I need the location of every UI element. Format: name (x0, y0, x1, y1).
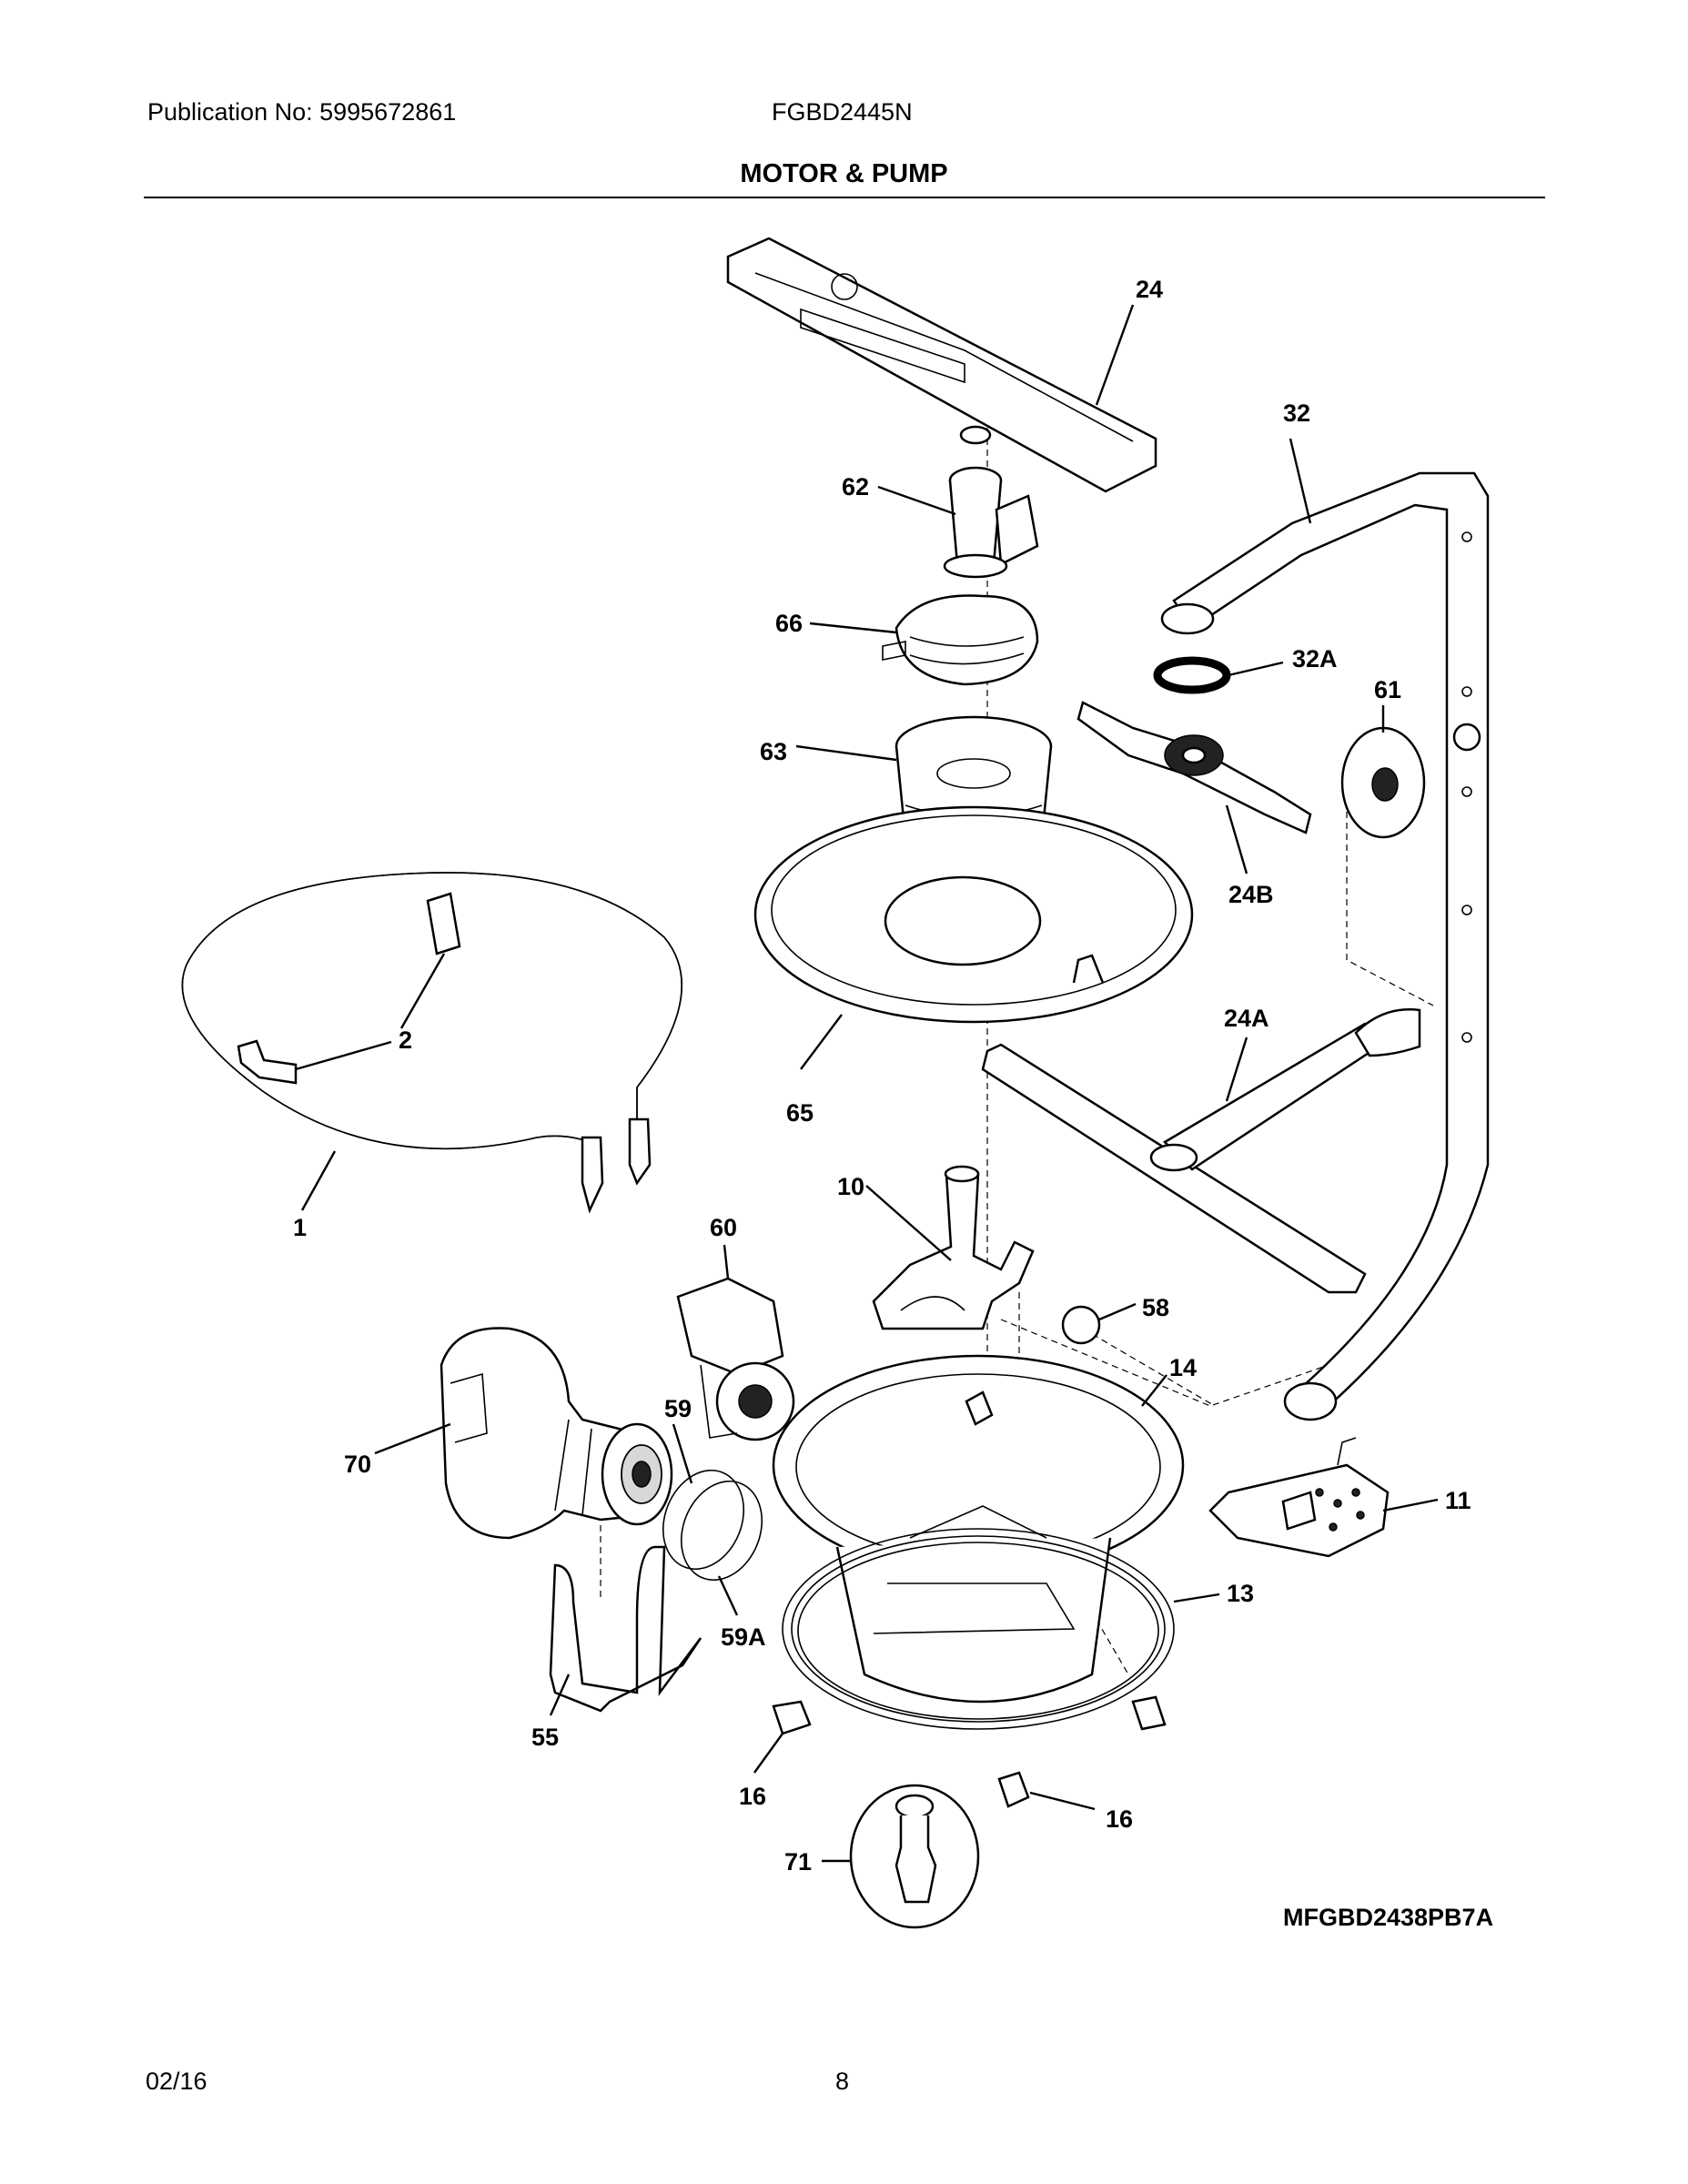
diagram-code: MFGBD2438PB7A (1283, 1904, 1494, 1931)
callout-59a: 59A (721, 1623, 766, 1651)
page-number: 8 (835, 2068, 850, 2095)
callout-71: 71 (784, 1848, 812, 1876)
callout-32: 32 (1283, 399, 1310, 427)
callout-62: 62 (842, 473, 869, 500)
circulation-motor (440, 1327, 673, 1540)
callout-13: 13 (1227, 1580, 1254, 1607)
callout-16-right: 16 (1106, 1805, 1133, 1833)
callout-1: 1 (293, 1214, 307, 1241)
lower-spray-arm (981, 1008, 1421, 1294)
callout-24b: 24B (1228, 881, 1274, 908)
middle-spray-arm (1076, 701, 1312, 834)
filter-grate (1208, 1437, 1390, 1558)
publication-number: Publication No: 5995672861 (147, 98, 457, 126)
callout-55: 55 (531, 1724, 559, 1751)
callout-63: 63 (760, 738, 787, 765)
callout-24: 24 (1136, 276, 1163, 303)
callout-11: 11 (1445, 1487, 1471, 1514)
filter-cap (882, 594, 1039, 686)
callout-labels: 24 32 62 32A 61 66 63 24B 2 65 24A 1 10 … (293, 276, 1471, 1876)
heater-clips (237, 892, 461, 1085)
diverter-housing (872, 1165, 1035, 1330)
callout-10: 10 (837, 1173, 864, 1200)
filter-screen-plate (753, 805, 1194, 1024)
callout-24a: 24A (1224, 1005, 1269, 1032)
supply-tube-seal (1153, 656, 1231, 694)
supply-tube (1160, 471, 1490, 1421)
upper-spray-arm (726, 237, 1157, 493)
model-number: FGBD2445N (772, 98, 913, 126)
heating-element (181, 872, 682, 1214)
motor-seals (662, 1469, 763, 1582)
motor-bracket (549, 1545, 702, 1713)
header-rule (144, 197, 1545, 198)
callout-60: 60 (710, 1214, 737, 1241)
footer-date: 02/16 (146, 2068, 207, 2095)
callout-65: 65 (786, 1099, 814, 1127)
callout-2: 2 (399, 1026, 412, 1054)
callout-58: 58 (1142, 1294, 1169, 1321)
sump-housing (772, 1354, 1185, 1704)
sump-clips (772, 1695, 1167, 1808)
callout-32a: 32A (1292, 645, 1338, 672)
check-ball (1061, 1305, 1101, 1345)
callout-16-left: 16 (739, 1783, 766, 1810)
sump-gasket (782, 1528, 1175, 1730)
callout-leaders (295, 304, 1439, 1863)
seal-disc (1340, 726, 1426, 839)
drain-fitting-detail (849, 1784, 980, 1929)
callout-66: 66 (775, 610, 803, 637)
callout-59: 59 (664, 1395, 692, 1422)
drain-pump (676, 1277, 795, 1441)
section-title: MOTOR & PUMP (740, 159, 948, 188)
callout-14: 14 (1169, 1354, 1197, 1381)
callout-70: 70 (344, 1451, 371, 1478)
spray-manifold (943, 466, 1039, 579)
callout-61: 61 (1374, 676, 1401, 703)
